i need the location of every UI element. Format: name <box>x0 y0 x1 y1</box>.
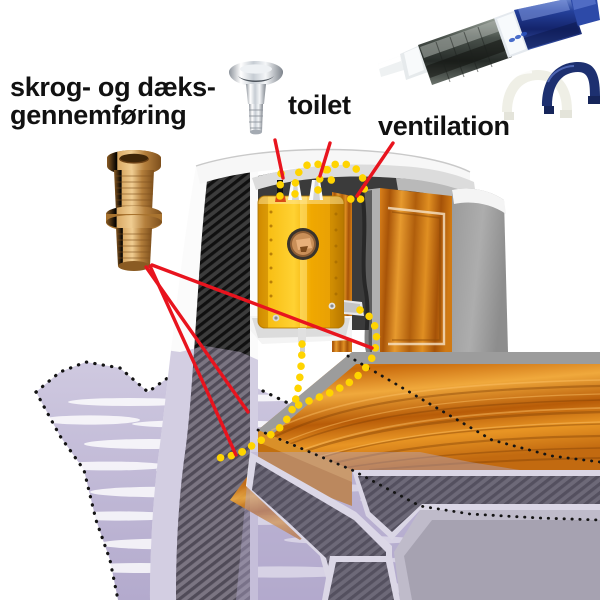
yellow-dotted-hose-route <box>212 160 381 462</box>
hull-cross-section <box>150 148 471 600</box>
wood-bulkhead <box>332 188 508 352</box>
chrome-deck-fitting <box>229 61 283 135</box>
bronze-through-hull-skin-fitting <box>106 150 162 271</box>
label-ventilation: ventilation <box>378 111 510 141</box>
label-line-1: skrog- og dæks- <box>10 72 216 102</box>
label-line-2: gennemføring <box>10 99 187 130</box>
mounting-clip-blue <box>542 62 600 114</box>
inline-vent-filter <box>378 0 600 85</box>
hull-lower-v-keel <box>236 428 600 600</box>
red-leader-lines <box>144 138 395 457</box>
label-toilet: toilet <box>288 90 351 120</box>
label-hull-deck-fitting: skrog- og dæks-gennemføring <box>10 72 216 130</box>
